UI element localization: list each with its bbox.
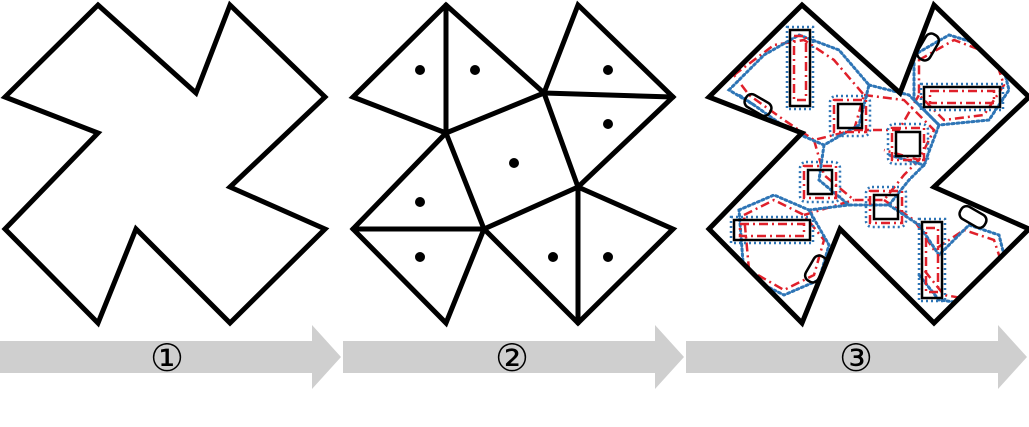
blue-dotted-network [726,33,1011,307]
step-1-arrow: ① [0,325,341,389]
step-3-label: ③ [839,336,873,380]
panel-2-partition [348,0,678,328]
component-blue [828,94,872,138]
partition-edge [443,90,547,136]
blue-network-path [887,203,1011,307]
component-horizontal-right [919,82,1005,112]
panel-1-polygon [0,0,330,328]
partition-edge [541,90,676,100]
step-2-label: ② [495,336,529,380]
centroid-dot [603,252,613,262]
component-blue [798,160,842,204]
component-blue [729,215,815,245]
component-square-c [798,160,842,204]
component-outer [788,28,812,108]
component-blue [864,185,908,229]
component-outer [894,130,922,158]
component-small [958,204,988,230]
component-red [738,222,806,238]
component-red [832,98,868,134]
centroid-dot [548,252,558,262]
layout-outline [704,0,1029,328]
component-outer [806,168,834,196]
component-blue [919,82,1005,112]
partition-edge [541,90,581,190]
step-1-label: ① [150,336,184,380]
component-red [928,89,996,105]
blue-network-path [807,203,851,212]
red-network-path [742,198,826,292]
component-red [890,126,926,162]
component-blue [886,122,930,166]
component-small-tags [743,32,988,284]
blue-network-path [737,93,756,107]
step-3-arrow-shape [686,325,1027,389]
step-2-arrow: ② [343,325,684,389]
blue-network-path [726,33,871,147]
blue-network-path [912,33,1011,127]
panel-3-layout [704,0,1029,328]
component-small [743,92,773,118]
partition-edges [350,2,676,326]
component-outer [922,85,1002,109]
component-square-a [828,94,872,138]
component-outer [836,102,864,130]
component-horizontal-left [729,215,815,245]
component-small [915,32,941,62]
step-2-arrow-shape [343,325,684,389]
component-red [792,34,808,102]
component-vertical-top [785,25,815,111]
centroid-dot [509,158,519,168]
component-vertical-bottom [917,217,947,303]
centroid-dot [603,65,613,75]
centroid-dot [603,119,613,129]
centroid-dot [415,65,425,75]
component-red [802,164,838,200]
partition-edge [443,130,487,232]
partition-edge [481,184,581,232]
step-3-arrow: ③ [686,325,1027,389]
centroid-dot [415,252,425,262]
centroid-dot [470,65,480,75]
red-network-path [883,198,1006,302]
component-blue [785,25,815,111]
component-red [868,189,904,225]
component-square-b [886,122,930,166]
centroid-dot [415,197,425,207]
component-red [924,226,940,294]
cross-polygon-outline [0,0,330,328]
component-outer [920,220,944,300]
region-centroids [415,65,613,262]
component-blue [917,217,947,303]
components [729,25,1005,303]
component-outer [872,193,900,221]
component-square-d [864,185,908,229]
step-1-arrow-shape [0,325,341,389]
component-outer [732,218,812,242]
